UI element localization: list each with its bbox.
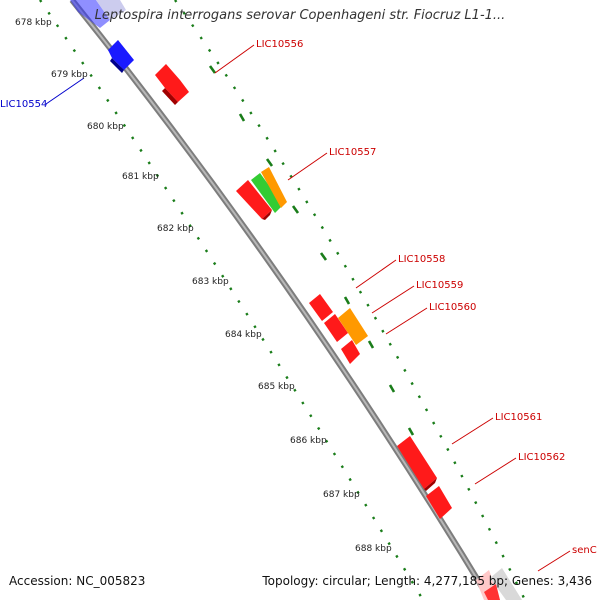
gene-feature-lic10557-orange[interactable] (261, 167, 287, 208)
gene-label-lic10558[interactable]: LIC10558 (398, 254, 445, 265)
tick-label: 686 kbp (290, 436, 327, 446)
gene-feature-lic10557-red[interactable] (236, 180, 272, 219)
tick-label: 684 kbp (225, 330, 262, 340)
gene-feature-lic10556-shadow (162, 88, 178, 105)
gene-label-lic10561[interactable]: LIC10561 (495, 412, 542, 423)
tick-label: 683 kbp (192, 277, 229, 287)
leader-lines (45, 44, 571, 572)
tick-labels: 678 kbp 679 kbp 680 kbp 681 kbp 682 kbp … (15, 18, 392, 554)
gene-feature-lic10562[interactable] (426, 486, 452, 519)
gene-label-lic10554[interactable]: LIC10554 (0, 99, 47, 110)
gene-feature-lic10559-arrow[interactable] (341, 340, 360, 364)
tick-label: 678 kbp (15, 18, 52, 28)
genes-layer (70, 0, 522, 600)
outer-tick-ring (174, 0, 527, 601)
gene-feature-senc[interactable] (484, 584, 500, 600)
tick-label: 685 kbp (258, 382, 295, 392)
gene-label-lic10556[interactable]: LIC10556 (256, 39, 303, 50)
gene-feature-blue-top[interactable] (70, 0, 110, 28)
tick-label: 682 kbp (157, 224, 194, 234)
gene-feature-blue-lic10554-shadow (110, 58, 124, 73)
topology-stats-text: Topology: circular; Length: 4,277,185 bp… (262, 574, 592, 588)
gene-feature-lic10559[interactable] (324, 314, 348, 342)
gene-feature-lic10561[interactable] (397, 436, 437, 489)
accession-text: Accession: NC_005823 (9, 574, 146, 588)
gene-label-lic10557[interactable]: LIC10557 (329, 147, 376, 158)
gene-labels: LIC10556 LIC10557 LIC10558 LIC10559 LIC1… (0, 39, 597, 556)
gene-feature-blue-top-light[interactable] (96, 0, 126, 20)
gene-feature-lic10561-shadow (424, 478, 437, 491)
gene-label-senc[interactable]: senC (572, 545, 597, 556)
gene-feature-lic10557-green[interactable] (251, 173, 283, 213)
genome-backbone (69, 0, 493, 602)
tick-label: 681 kbp (122, 172, 159, 182)
gene-feature-grey-bottom[interactable] (490, 568, 522, 600)
genome-backbone-highlight (71, 0, 491, 601)
gene-feature-lic10560[interactable] (338, 308, 368, 345)
gene-label-lic10560[interactable]: LIC10560 (429, 302, 476, 313)
gene-feature-lic10557-red-shadow (262, 210, 272, 220)
inner-tick-ring (39, 0, 425, 601)
tick-label: 680 kbp (87, 122, 124, 132)
map-title: Leptospira interrogans serovar Copenhage… (94, 8, 506, 23)
gene-feature-lic10556[interactable] (155, 64, 189, 102)
tick-label: 687 kbp (323, 490, 360, 500)
gene-label-lic10562[interactable]: LIC10562 (518, 452, 565, 463)
gene-feature-lic10558[interactable] (309, 294, 333, 321)
tick-label: 679 kbp (51, 70, 88, 80)
gene-feature-blue-lic10554[interactable] (108, 40, 134, 70)
gene-label-lic10559[interactable]: LIC10559 (416, 280, 463, 291)
tick-label: 688 kbp (355, 544, 392, 554)
